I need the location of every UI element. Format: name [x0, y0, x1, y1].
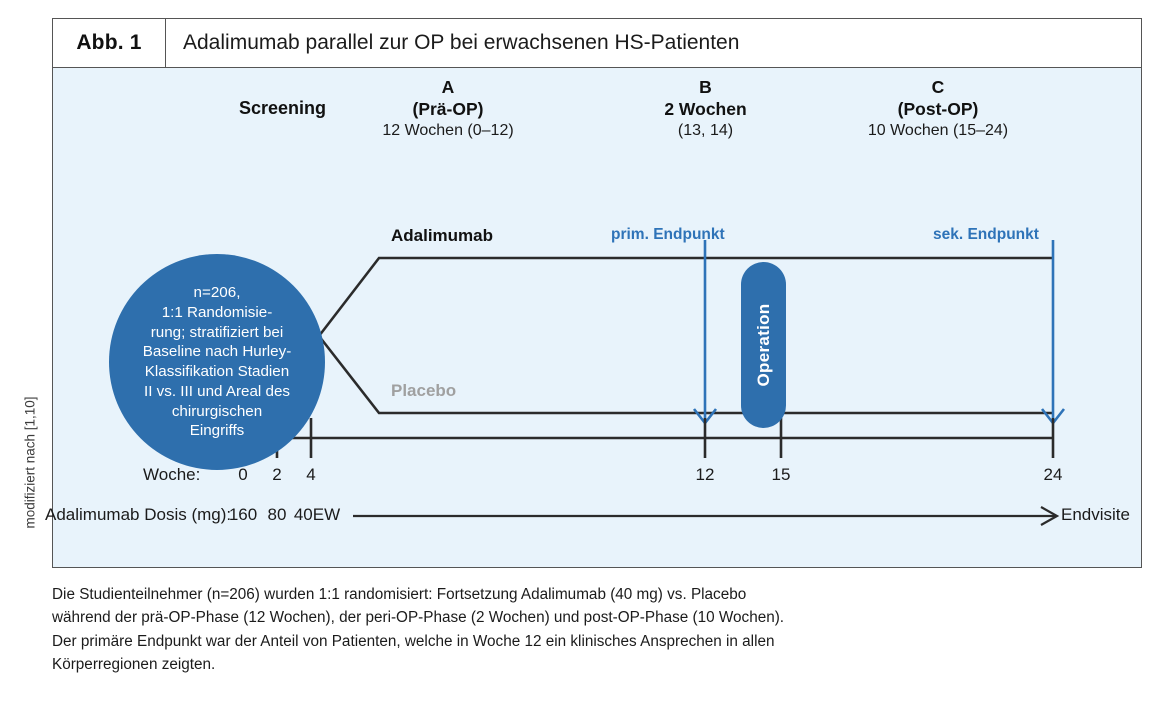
secondary-endpoint-label: sek. Endpunkt	[933, 226, 1039, 243]
figure-title: Adalimumab parallel zur OP bei erwachsen…	[183, 31, 740, 54]
diagram-canvas: Screening A (Prä-OP) 12 Wochen (0–12) B …	[45, 68, 1141, 567]
randomization-line: Eingriffs	[189, 422, 245, 440]
primary-endpoint-arrow	[692, 240, 718, 426]
week-tick-24: 24	[1043, 465, 1063, 484]
operation-capsule: Operation	[741, 262, 786, 428]
control-arm-label: Placebo	[391, 381, 457, 400]
week-tick-15: 15	[771, 465, 791, 484]
randomization-line: rung; stratifiziert bei	[150, 323, 284, 341]
source-note: modifiziert nach [1,10]	[22, 396, 38, 529]
randomization-line: chirurgischen	[171, 402, 263, 420]
primary-endpoint-label: prim. Endpunkt	[611, 226, 725, 243]
week-tick-4: 4	[306, 465, 316, 484]
phase-b-detail: (13, 14)	[677, 121, 734, 139]
phase-header-b: B 2 Wochen (13, 14)	[618, 76, 793, 142]
secondary-endpoint-arrow	[1040, 240, 1066, 426]
figure-number: Abb. 1	[53, 19, 166, 67]
caption-line: Körperregionen zeigten.	[52, 656, 216, 674]
week-tick-2: 2	[272, 465, 282, 484]
dose-value-week-2: 80	[267, 505, 287, 524]
randomization-circle: n=206, 1:1 Randomisie- rung; stratifizie…	[109, 254, 325, 470]
dose-continuation-arrow	[353, 506, 1060, 526]
randomization-line: Baseline nach Hurley-	[142, 343, 292, 361]
randomization-text: n=206, 1:1 Randomisie- rung; stratifizie…	[143, 283, 292, 441]
phase-a-letter: A	[441, 77, 455, 97]
phase-c-name: (Post-OP)	[897, 99, 979, 120]
endvisite-label: Endvisite	[1061, 505, 1130, 524]
dose-value-week-4: 40EW	[293, 505, 341, 524]
randomization-line: n=206,	[193, 284, 241, 301]
phase-header-a: A (Prä-OP) 12 Wochen (0–12)	[353, 76, 543, 142]
caption-line: Der primäre Endpunkt war der Anteil von …	[52, 632, 775, 650]
phase-b-name: 2 Wochen	[664, 99, 747, 120]
diagram-vectors	[231, 240, 1066, 526]
dose-row-label: Adalimumab Dosis (mg):	[45, 505, 232, 524]
caption-line: während der prä-OP-Phase (12 Wochen), de…	[52, 609, 785, 627]
phase-a-name: (Prä-OP)	[412, 99, 484, 120]
phase-c-letter: C	[931, 77, 945, 97]
screening-label: Screening	[239, 98, 327, 118]
week-row-label: Woche:	[143, 465, 201, 484]
caption-line: Die Studienteilnehmer (n=206) wurden 1:1…	[52, 586, 747, 603]
randomization-line: II vs. III und Areal des	[143, 382, 291, 400]
phase-c-detail: 10 Wochen (15–24)	[867, 121, 1009, 139]
operation-label: Operation	[753, 303, 773, 387]
week-tick-0: 0	[238, 465, 248, 484]
phase-b-letter: B	[699, 77, 712, 97]
randomization-line: Klassifikation Stadien	[144, 363, 290, 380]
phase-header-c: C (Post-OP) 10 Wochen (15–24)	[823, 76, 1053, 142]
figure-panel: Abb. 1 Adalimumab parallel zur OP bei er…	[45, 18, 1142, 568]
week-tick-12: 12	[695, 465, 715, 484]
randomization-line: 1:1 Randomisie-	[161, 303, 273, 321]
treatment-arm-label: Adalimumab	[391, 226, 494, 245]
phase-a-detail: 12 Wochen (0–12)	[382, 121, 514, 139]
dose-value-week-0: 160	[228, 505, 258, 524]
figure-header: Abb. 1 Adalimumab parallel zur OP bei er…	[53, 19, 1141, 68]
figure-caption: Die Studienteilnehmer (n=206) wurden 1:1…	[52, 583, 1112, 677]
